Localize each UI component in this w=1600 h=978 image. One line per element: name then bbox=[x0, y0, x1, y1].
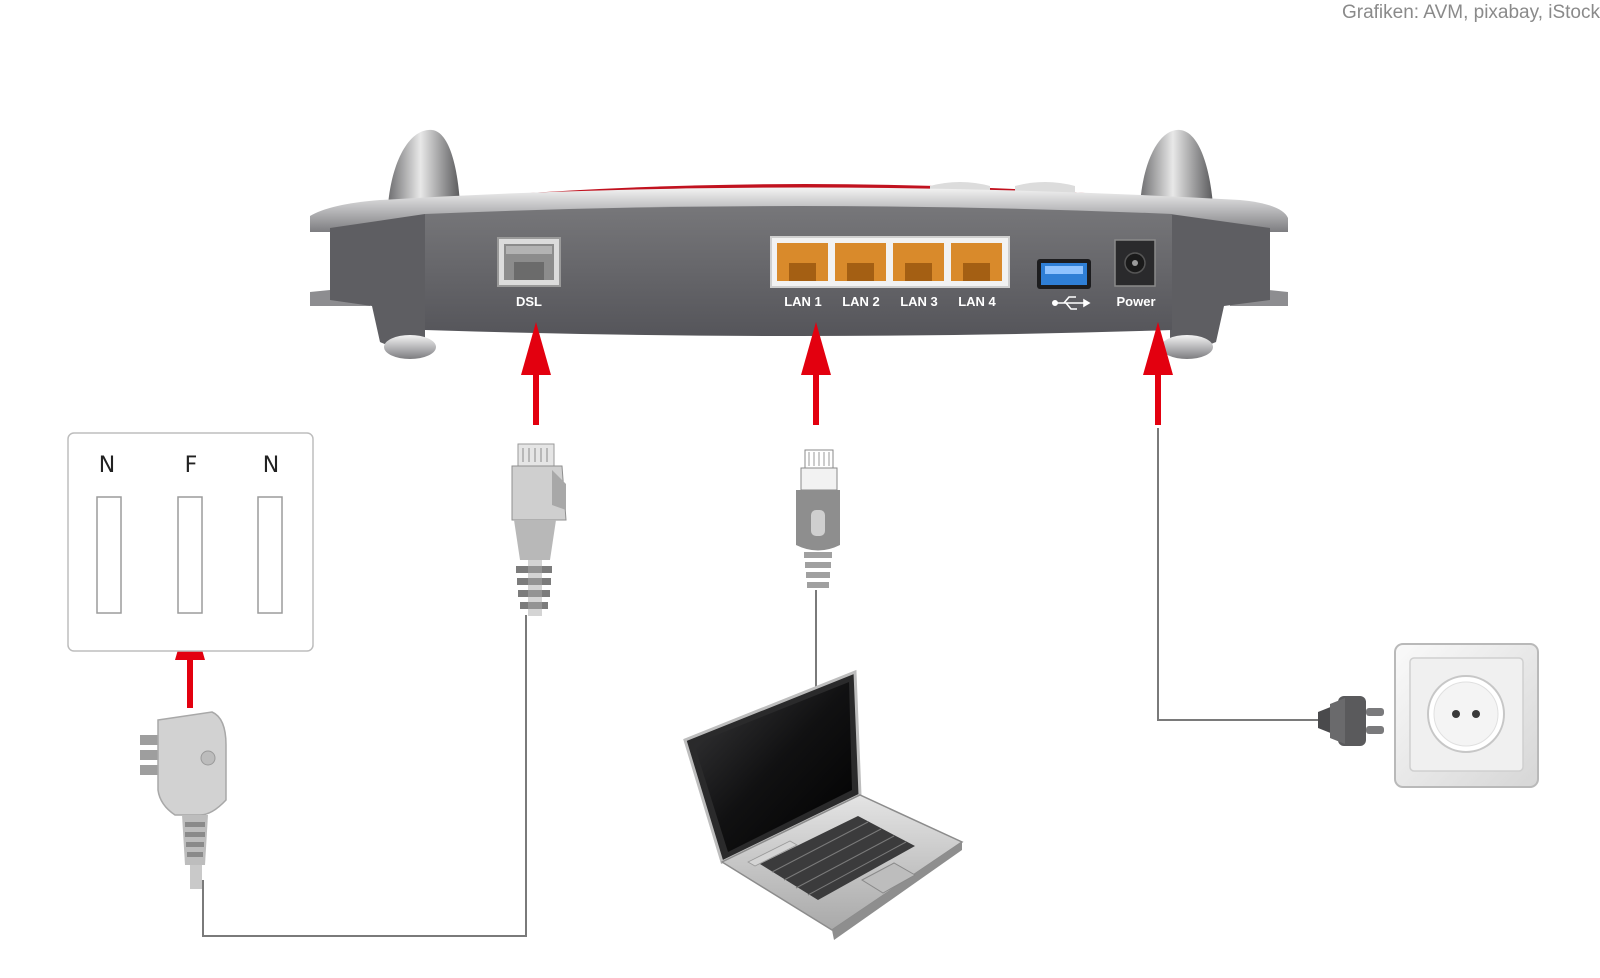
dsl-cable-plug bbox=[511, 443, 567, 616]
power-port-label: Power bbox=[1116, 294, 1155, 309]
tae-plug bbox=[140, 711, 227, 889]
dsl-port-label: DSL bbox=[516, 294, 542, 309]
outlet-hole-right bbox=[1472, 710, 1480, 718]
power-port bbox=[1114, 239, 1156, 287]
lan3-port-label: LAN 3 bbox=[900, 294, 938, 309]
tae-label-n-right: N bbox=[263, 453, 279, 478]
arrows bbox=[175, 322, 1173, 708]
laptop-screen bbox=[694, 682, 852, 852]
router-antenna-right bbox=[1140, 129, 1213, 205]
outlet-hole-left bbox=[1452, 710, 1460, 718]
image-credit: Grafiken: AVM, pixabay, iStock bbox=[1341, 2, 1600, 23]
dsl-port bbox=[497, 237, 561, 287]
lan-port-2 bbox=[835, 243, 886, 281]
lan1-port-label: LAN 1 bbox=[784, 294, 822, 309]
router-antenna-left bbox=[388, 129, 460, 205]
dsl-cable bbox=[202, 615, 527, 937]
usb-icon bbox=[1052, 296, 1091, 310]
laptop bbox=[683, 669, 964, 940]
tae-label-f: F bbox=[185, 453, 198, 478]
tae-slot-n-right bbox=[257, 496, 283, 614]
usb-port bbox=[1037, 259, 1091, 289]
power-cable bbox=[1157, 428, 1320, 721]
arrow-to-power-port bbox=[1143, 322, 1173, 425]
arrow-to-dsl-port bbox=[521, 322, 551, 425]
tae-label-n-left: N bbox=[99, 453, 115, 478]
tae-slot-n-left bbox=[96, 496, 122, 614]
lan-port-4 bbox=[951, 243, 1002, 281]
lan-port-3 bbox=[893, 243, 944, 281]
tae-wall-socket: N F N bbox=[67, 432, 314, 652]
lan4-port-label: LAN 4 bbox=[958, 294, 996, 309]
laptop-touchpad bbox=[860, 862, 917, 894]
lan-cable-plug bbox=[796, 449, 840, 588]
lan-port-group bbox=[770, 236, 1010, 288]
arrow-to-lan1-port bbox=[801, 322, 831, 425]
tae-slot-f bbox=[177, 496, 203, 614]
laptop-keyboard bbox=[760, 816, 915, 900]
router: DSL LAN 1 LAN 2 LAN 3 LAN 4 bbox=[310, 129, 1288, 359]
power-wall-outlet bbox=[1394, 643, 1539, 788]
power-plug bbox=[1318, 696, 1384, 746]
lan-port-1 bbox=[777, 243, 828, 281]
lan2-port-label: LAN 2 bbox=[842, 294, 880, 309]
cables bbox=[202, 428, 1320, 937]
